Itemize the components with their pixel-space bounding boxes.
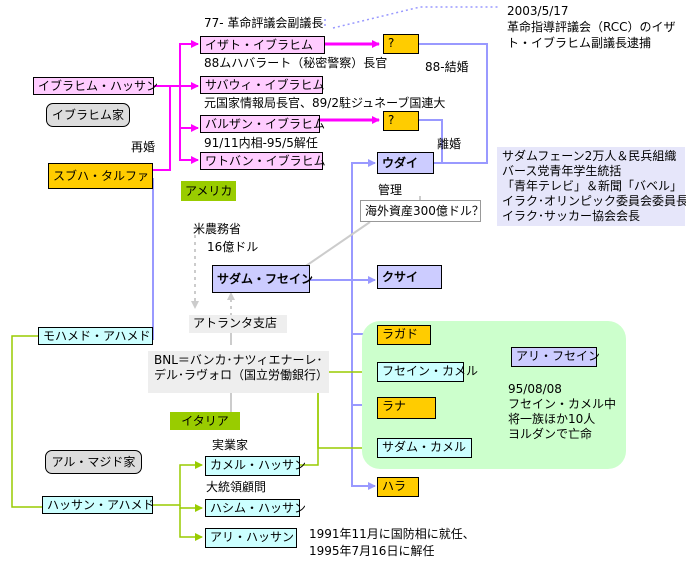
node-izzat-ibrahim[interactable]: イザト・イブラヒム [200, 36, 325, 54]
node-raghad[interactable]: ラガド [377, 325, 431, 345]
money-flow-lines [191, 196, 421, 412]
node-sabawi-ibrahim[interactable]: サバウィ・イブラヒム [200, 76, 325, 94]
bnl-panel: BNL＝バンカ･ナツィエナーレ･ デル･ラヴォロ（国立労働銀行） [148, 351, 329, 393]
node-ibrahim-hassan[interactable]: イブラヒム・ハッサン [33, 77, 158, 95]
node-kamel-hassan[interactable]: カメル・ハッサン [205, 456, 306, 476]
sabawi-note: 88ムハバラート（秘密警察）長官 [204, 56, 388, 70]
node-hussein-kamel[interactable]: フセイン・カメル [377, 362, 478, 382]
bnl-line-2: デル･ラヴォロ（国立労働銀行） [154, 368, 329, 382]
uday-role: サダムフェーン2万人＆民兵組織 [502, 149, 677, 163]
industrialist-label: 実業家 [212, 438, 249, 452]
ibrahim-family-label: イブラヒム家 [46, 103, 130, 127]
node-saddam-kamel[interactable]: サダム・カメル [377, 438, 472, 458]
divorce-label: 離婚 [437, 137, 462, 151]
death-note-date: 95/08/08 [508, 382, 562, 396]
node-watban-ibrahim[interactable]: ワトバン・イブラヒム [200, 152, 326, 170]
death-note-line-3: ヨルダンで亡命 [508, 427, 593, 441]
node-uday[interactable]: ウダイ [377, 152, 434, 174]
majid-family-lines [11, 335, 373, 541]
node-barzan-ibrahim[interactable]: バルザン・イブラヒム [200, 115, 325, 133]
node-unknown-spouse-1[interactable]: ? [383, 34, 419, 54]
death-note-line-1: フセイン・カメル中 [508, 397, 617, 411]
barzan-note: 元国家情報局長官、89/2駐ジュネーブ国連大 [204, 96, 446, 110]
node-hashim-hassan[interactable]: ハシム・ハッサン [205, 499, 306, 517]
italy-label: イタリア [170, 412, 240, 430]
node-saddam-hussein[interactable]: サダム・フセイン [212, 265, 313, 293]
node-subha-tulfah[interactable]: スブハ・タルファ [48, 163, 153, 189]
advisor-label: 大統領顧問 [206, 480, 267, 494]
death-note-line-2: 将一族ほか10人 [508, 412, 596, 426]
america-label: アメリカ [181, 181, 236, 201]
arrest-text-line-1: 革命指導評議会（RCC）のイザ [507, 20, 676, 34]
arrest-text-line-2: ト・イブラヒム副議長逮捕 [507, 36, 652, 50]
ibrahim-family-lines [153, 40, 380, 171]
node-rana[interactable]: ラナ [377, 397, 436, 419]
node-hala[interactable]: ハラ [377, 477, 419, 497]
al-majid-family-label: アル・マジド家 [45, 450, 142, 474]
node-ali-hussein[interactable]: アリ・フセイン [511, 347, 600, 367]
uday-role: イラク･サッカー協会会長 [502, 209, 641, 223]
uday-role: バース党青年学生統括 [502, 164, 622, 178]
uday-roles-panel: サダムフェーン2万人＆民兵組織 バース党青年学生統括 「青年テレビ」＆新聞「バベ… [497, 147, 686, 226]
remarried-label: 再婚 [131, 140, 156, 154]
node-qusay[interactable]: クサイ [377, 265, 442, 289]
uday-role: イラク･オリンピック委員会委員長 [502, 194, 686, 208]
usda-label: 米農務省 [193, 222, 242, 236]
atlanta-branch-box[interactable]: アトランタ支店 [189, 315, 287, 333]
arrest-date: 2003/5/17 [507, 4, 569, 18]
node-unknown-spouse-2[interactable]: ? [383, 111, 419, 131]
management-label: 管理 [378, 183, 403, 197]
ali-hassan-note-line-1: 1991年11月に国防相に就任、 [309, 527, 475, 541]
watban-note: 91/11内相-95/5解任 [204, 136, 318, 150]
node-hassan-ahmed[interactable]: ハッサン・アハメド [42, 496, 155, 514]
ali-hassan-note-line-2: 1995年7月16日に解任 [309, 544, 435, 558]
node-mohammed-ahmed[interactable]: モハメド・アハメド [38, 327, 153, 345]
annotation-links [324, 6, 500, 29]
node-ali-hassan[interactable]: アリ・ハッサン [205, 528, 297, 548]
overseas-assets-box[interactable]: 海外資産300億ドル？ [360, 200, 484, 222]
marriage-88-label: 88-結婚 [425, 60, 469, 74]
loan-amount: 16億ドル [207, 240, 259, 254]
bnl-line-1: BNL＝バンカ･ナツィエナーレ･ [154, 353, 323, 367]
uday-role: 「青年テレビ」＆新聞「バベル」 [502, 179, 683, 193]
izzat-vice-chair-note: 77- 革命評議会副議長 [204, 16, 324, 30]
